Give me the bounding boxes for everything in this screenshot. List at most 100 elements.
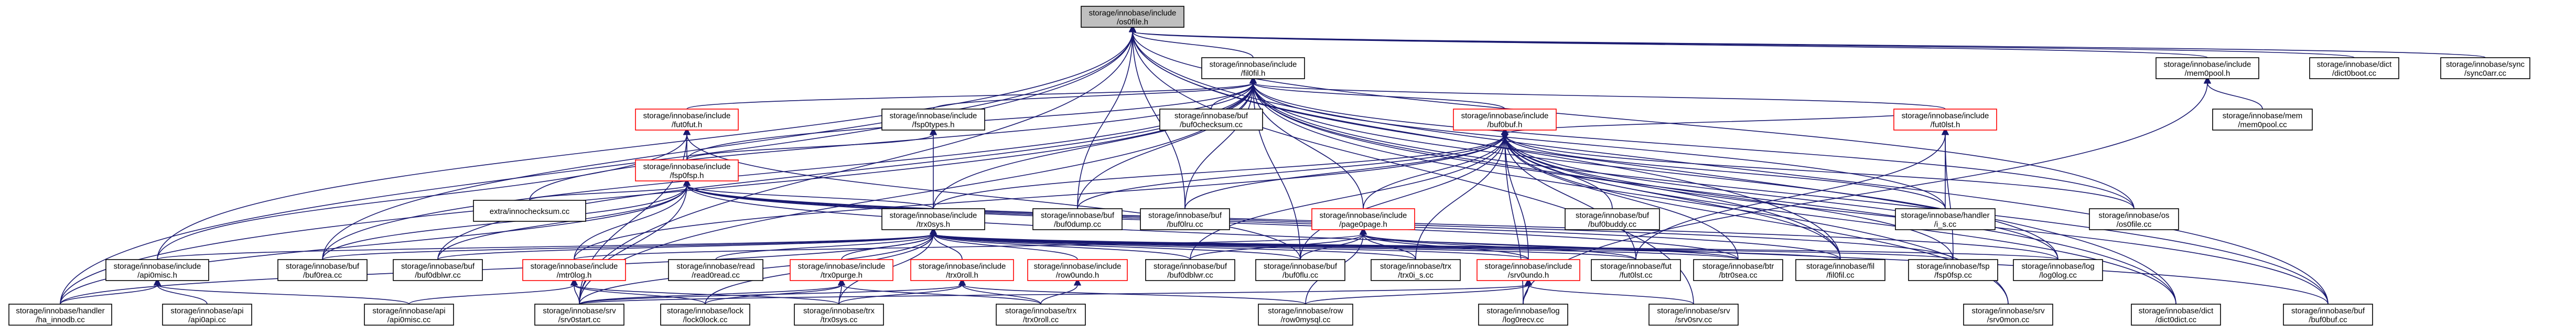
- node-label-line: /api0api.cc: [188, 316, 226, 325]
- graph-node-fut0lst_h[interactable]: storage/innobase/include/fut0lst.h: [1893, 109, 1997, 131]
- graph-node-buf0checksum_cc[interactable]: storage/innobase/buf/buf0checksum.cc: [1159, 109, 1263, 131]
- node-label-line: /trx0sys.h: [917, 220, 950, 229]
- graph-node-dict0dict_cc[interactable]: storage/innobase/dict/dict0dict.cc: [2131, 304, 2221, 326]
- graph-node-buf0buf_h[interactable]: storage/innobase/include/buf0buf.h: [1453, 109, 1557, 131]
- graph-node-ha_innodb_cc[interactable]: storage/innobase/handler/ha_innodb.cc: [8, 304, 112, 326]
- node-label-line: /mem0pool.h: [2185, 69, 2230, 78]
- node-box: [2131, 304, 2221, 326]
- edge-buf0dblwr_cc1-to-trx0sys_h: [437, 227, 937, 260]
- graph-node-fut0fut_h[interactable]: storage/innobase/include/fut0fut.h: [635, 109, 739, 131]
- edge-btr0sea_cc-to-page0page_h: [1359, 227, 1739, 260]
- graph-node-trx0rseg_cc[interactable]: storage/innobase/trx/trx0i_s.cc: [1371, 259, 1461, 281]
- graph-node-row0undo_h[interactable]: storage/innobase/include/row0undo.h: [1027, 259, 1128, 281]
- node-label-line: /fil0fil.cc: [1826, 271, 1855, 280]
- graph-node-log0recv_cc[interactable]: storage/innobase/log/log0recv.cc: [1478, 304, 1568, 326]
- graph-node-fil0fil_cc[interactable]: storage/innobase/fil/fil0fil.cc: [1795, 259, 1885, 281]
- graph-node-lock0lock_cc[interactable]: storage/innobase/lock/lock0lock.cc: [660, 304, 750, 326]
- edge-api0misc_h-to-fut0fut_h: [157, 127, 691, 260]
- node-label-line: storage/innobase/handler: [16, 307, 104, 316]
- graph-node-os0file_cc[interactable]: storage/innobase/os/os0file.cc: [2089, 208, 2179, 230]
- graph-node-trx0purge_h[interactable]: storage/innobase/include/trx0purge.h: [790, 259, 893, 281]
- edge-buf0flu_cc-to-buf0buf_h: [1300, 127, 1509, 260]
- edge-buf0dblwr_cc2-to-page0page_h: [1190, 227, 1367, 260]
- node-label-line: storage/innobase/api: [170, 307, 243, 316]
- graph-node-innochecksum_cc[interactable]: extra/innochecksum.cc: [473, 200, 586, 222]
- node-label-line: /buf0buddy.cc: [1588, 220, 1637, 229]
- graph-node-fsp0fsp_cc[interactable]: storage/innobase/fsp/fsp0fsp.cc: [1908, 259, 1998, 281]
- edge-log0recv_cc-to-srv0undo_h: [1523, 278, 1533, 305]
- graph-node-buf0dump_cc[interactable]: storage/innobase/buf/buf0dump.cc: [1032, 208, 1123, 230]
- graph-node-buf0lru_cc[interactable]: storage/innobase/buf/buf0lru.cc: [1140, 208, 1230, 230]
- edge-api0misc_h-to-os0file_h: [157, 25, 1137, 260]
- node-box: [2212, 109, 2313, 131]
- node-label-line: /i_s.cc: [1934, 220, 1957, 229]
- graph-node-mtr0log_h[interactable]: storage/innobase/include/mtr0log.h: [522, 259, 626, 281]
- graph-node-page0page_h[interactable]: storage/innobase/include/page0page.h: [1311, 208, 1415, 230]
- graph-node-srv0mon_cc[interactable]: storage/innobase/srv/srv0mon.cc: [1963, 304, 2053, 326]
- edge-srv0undo_h-to-trx0sys_h: [929, 227, 1529, 260]
- node-label-line: /trx0sys.cc: [821, 316, 858, 325]
- node-label-line: storage/innobase/trx: [803, 307, 875, 316]
- graph-node-api0api_cc[interactable]: storage/innobase/api/api0api.cc: [162, 304, 252, 326]
- node-label-line: storage/innobase/log: [1486, 307, 1559, 316]
- graph-node-buf0buf_cc[interactable]: storage/innobase/buf/buf0buf.cc: [2283, 304, 2373, 326]
- graph-node-api0misc_h[interactable]: storage/innobase/include/api0misc.h: [105, 259, 209, 281]
- graph-node-log0log_cc[interactable]: storage/innobase/log/log0log.cc: [2013, 259, 2103, 281]
- edge-fut0lst_h-to-buf0buf_h: [1501, 109, 1946, 141]
- node-label-line: storage/innobase/log: [2021, 262, 2094, 271]
- edge-fut0lst_cc-to-buf0buf_h: [1501, 127, 1636, 260]
- node-box: [668, 259, 763, 281]
- node-label-line: /trx0purge.h: [821, 271, 863, 280]
- graph-edges: [60, 25, 2486, 305]
- node-label-line: storage/innobase/fsp: [1916, 262, 1989, 271]
- graph-node-buf0rea_cc[interactable]: storage/innobase/buf/buf0rea.cc: [277, 259, 368, 281]
- node-label-line: storage/innobase/buf: [1041, 211, 1115, 220]
- node-label-line: storage/innobase/include: [1485, 262, 1572, 271]
- node-box: [364, 304, 454, 326]
- edge-buf0buf_cc-to-fsp0fsp_h: [683, 178, 2329, 305]
- graph-node-dict0boot_cc[interactable]: storage/innobase/dict/dict0boot.cc: [2309, 57, 2399, 79]
- graph-node-mem0pool_h[interactable]: storage/innobase/include/mem0pool.h: [2155, 57, 2259, 79]
- node-label-line: /mem0pool.cc: [2238, 121, 2287, 130]
- graph-node-srv0srv_cc[interactable]: storage/innobase/srv/srv0srv.cc: [1648, 304, 1739, 326]
- graph-node-mem0pool_cc[interactable]: storage/innobase/mem/mem0pool.cc: [2212, 109, 2313, 131]
- edge-trx0sys_cc-to-trx0purge_h: [837, 278, 846, 305]
- edge-mtr0log_h-to-fsp0fsp_h: [574, 178, 691, 260]
- edge-api0api_cc-to-api0misc_h: [153, 278, 208, 305]
- graph-node-btr0sea_cc[interactable]: storage/innobase/btr/btr0sea.cc: [1693, 259, 1783, 281]
- graph-node-trx0roll_cc[interactable]: storage/innobase/trx/trx0roll.cc: [996, 304, 1086, 326]
- edge-trx0sys_h-to-buf0buf_h: [933, 127, 1509, 209]
- graph-node-buf0dblwr_cc2[interactable]: storage/innobase/buf/buf0dblwr.cc: [1145, 259, 1235, 281]
- graph-node-srv0undo_h[interactable]: storage/innobase/include/srv0undo.h: [1476, 259, 1580, 281]
- node-label-line: /dict0boot.cc: [2332, 69, 2377, 78]
- edge-os0file_cc-to-fil0fil_h: [1249, 76, 2135, 209]
- edge-buf0buf_cc-to-fil0fil_h: [1249, 76, 2329, 305]
- graph-node-handler_i_s_cc[interactable]: storage/innobase/handler/i_s.cc: [1895, 208, 1996, 230]
- graph-node-sync0arr_cc[interactable]: storage/innobase/sync/sync0arr.cc: [2440, 57, 2530, 79]
- node-box: [1648, 304, 1739, 326]
- graph-node-buf0buddy_cc[interactable]: storage/innobase/buf/buf0buddy.cc: [1565, 208, 1660, 230]
- graph-node-fil0fil_h[interactable]: storage/innobase/include/fil0fil.h: [1201, 57, 1305, 79]
- graph-node-trx0sys_h[interactable]: storage/innobase/include/trx0sys.h: [881, 208, 985, 230]
- graph-node-trx0roll_h[interactable]: storage/innobase/include/trx0roll.h: [910, 259, 1014, 281]
- graph-node-api0misc_cc[interactable]: storage/innobase/api/api0misc.cc: [364, 304, 454, 326]
- graph-node-buf0dblwr_cc1[interactable]: storage/innobase/buf/buf0dblwr.cc: [393, 259, 483, 281]
- node-box: [1027, 259, 1128, 281]
- node-label-line: /srv0mon.cc: [1987, 316, 2030, 325]
- graph-node-read_read0read_cc[interactable]: storage/innobase/read/read0read.cc: [668, 259, 763, 281]
- node-box: [2309, 57, 2399, 79]
- node-label-line: storage/innobase/buf: [401, 262, 475, 271]
- node-label-line: /row0undo.h: [1056, 271, 1100, 280]
- graph-node-fsp0fsp_h[interactable]: storage/innobase/include/fsp0fsp.h: [635, 159, 739, 181]
- node-label-line: /fsp0fsp.h: [670, 171, 704, 180]
- graph-node-trx0sys_cc[interactable]: storage/innobase/trx/trx0sys.cc: [794, 304, 884, 326]
- node-label-line: /mtr0log.h: [557, 271, 592, 280]
- graph-node-buf0flu_cc[interactable]: storage/innobase/buf/buf0flu.cc: [1255, 259, 1345, 281]
- graph-node-srv0start_cc[interactable]: storage/innobase/srv/srv0start.cc: [534, 304, 624, 326]
- graph-node-row0mysql_cc[interactable]: storage/innobase/row/row0mysql.cc: [1258, 304, 1353, 326]
- graph-node-fsp0types_h[interactable]: storage/innobase/include/fsp0types.h: [881, 109, 985, 131]
- edge-fil0fil_cc-to-fsp0fsp_h: [683, 178, 1841, 260]
- graph-node-fut0lst_cc[interactable]: storage/innobase/fut/fut0lst.cc: [1591, 259, 1681, 281]
